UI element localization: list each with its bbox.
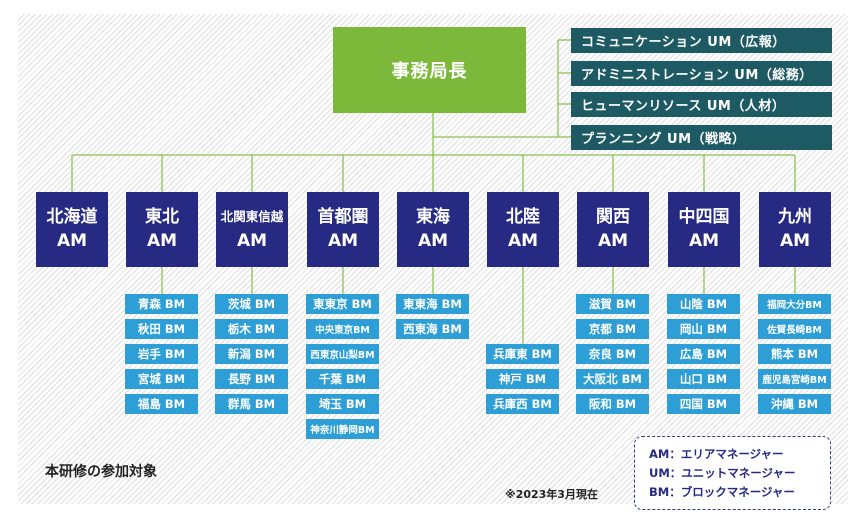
am-kansai: 関西 AM bbox=[577, 192, 649, 267]
am-hokuriku: 北陸 AM bbox=[487, 192, 559, 267]
bm-shutoken-6: 神奈川静岡BM bbox=[306, 419, 379, 439]
am-name: 東海 bbox=[416, 206, 450, 227]
am-name: 北陸 bbox=[506, 206, 540, 227]
legend-bm: BM：ブロックマネージャー bbox=[649, 485, 795, 499]
bm-kitakanto-3: 新潟 BM bbox=[215, 344, 288, 364]
bm-kitakanto-2: 栃木 BM bbox=[215, 319, 288, 339]
am-suffix: AM bbox=[417, 230, 449, 251]
bm-tohoku-5: 福島 BM bbox=[125, 394, 198, 414]
bm-chushikoku-4: 山口 BM bbox=[667, 369, 740, 389]
bm-tohoku-4: 宮城 BM bbox=[125, 369, 198, 389]
bm-kansai-2: 京都 BM bbox=[576, 319, 649, 339]
legend-um: UM：ユニットマネージャー bbox=[649, 466, 796, 480]
am-suffix: AM bbox=[236, 230, 268, 251]
bm-kansai-1: 滋賀 BM bbox=[576, 294, 649, 314]
legend-box: AM：エリアマネージャー UM：ユニットマネージャー BM：ブロックマネージャー bbox=[634, 436, 831, 510]
director-box: 事務局長 bbox=[333, 27, 526, 113]
am-name: 関西 bbox=[596, 206, 630, 227]
bm-shutoken-3: 西東京山梨BM bbox=[306, 344, 379, 364]
bm-kyushu-3: 熊本 BM bbox=[758, 344, 831, 364]
am-suffix: AM bbox=[327, 230, 359, 251]
am-suffix: AM bbox=[597, 230, 629, 251]
as-of-date: ※2023年3月現在 bbox=[505, 488, 598, 501]
bm-hokuriku-2: 神戸 BM bbox=[486, 369, 559, 389]
bm-tokai-2: 西東海 BM bbox=[396, 319, 469, 339]
um-planning: プランニング UM（戦略） bbox=[571, 125, 832, 150]
am-suffix: AM bbox=[507, 230, 539, 251]
am-chushikoku: 中四国 AM bbox=[668, 192, 740, 267]
am-name: 首都圏 bbox=[317, 206, 369, 227]
um-human-resource: ヒューマンリソース UM（人材） bbox=[571, 92, 832, 117]
bm-kyushu-4: 鹿児島宮崎BM bbox=[758, 369, 831, 389]
am-tohoku: 東北 AM bbox=[126, 192, 198, 267]
bm-kansai-4: 大阪北 BM bbox=[576, 369, 649, 389]
am-name: 中四国 bbox=[678, 206, 730, 227]
training-target-note: 本研修の参加対象 bbox=[45, 464, 157, 480]
am-tokai: 東海 AM bbox=[397, 192, 469, 267]
bm-kitakanto-4: 長野 BM bbox=[215, 369, 288, 389]
am-name: 九州 bbox=[778, 206, 812, 227]
bm-chushikoku-3: 広島 BM bbox=[667, 344, 740, 364]
am-suffix: AM bbox=[56, 230, 88, 251]
am-name: 北海道 bbox=[46, 206, 98, 227]
bm-kansai-3: 奈良 BM bbox=[576, 344, 649, 364]
bm-chushikoku-1: 山陰 BM bbox=[667, 294, 740, 314]
am-name: 東北 bbox=[145, 206, 179, 227]
bm-shutoken-1: 東東京 BM bbox=[306, 294, 379, 314]
bm-tohoku-1: 青森 BM bbox=[125, 294, 198, 314]
am-name: 北関東信越 bbox=[220, 208, 284, 224]
bm-tokai-1: 東東海 BM bbox=[396, 294, 469, 314]
bm-kyushu-5: 沖縄 BM bbox=[758, 394, 831, 414]
um-administration: アドミニストレーション UM（総務） bbox=[571, 61, 832, 86]
am-suffix: AM bbox=[146, 230, 178, 251]
am-kyushu: 九州 AM bbox=[759, 192, 831, 267]
bm-kitakanto-1: 茨城 BM bbox=[215, 294, 288, 314]
bm-chushikoku-5: 四国 BM bbox=[667, 394, 740, 414]
bm-kyushu-1: 福岡大分BM bbox=[758, 294, 831, 314]
um-communication: コミュニケーション UM（広報） bbox=[571, 28, 832, 53]
am-suffix: AM bbox=[779, 230, 811, 251]
bm-tohoku-3: 岩手 BM bbox=[125, 344, 198, 364]
bm-shutoken-4: 千葉 BM bbox=[306, 369, 379, 389]
bm-chushikoku-2: 岡山 BM bbox=[667, 319, 740, 339]
bm-shutoken-5: 埼玉 BM bbox=[306, 394, 379, 414]
bm-tohoku-2: 秋田 BM bbox=[125, 319, 198, 339]
bm-kansai-5: 阪和 BM bbox=[576, 394, 649, 414]
bm-kyushu-2: 佐賀長崎BM bbox=[758, 319, 831, 339]
am-hokkaido: 北海道 AM bbox=[36, 192, 108, 267]
am-shutoken: 首都圏 AM bbox=[307, 192, 379, 267]
am-suffix: AM bbox=[688, 230, 720, 251]
bm-shutoken-2: 中央東京BM bbox=[306, 319, 379, 339]
bm-hokuriku-1: 兵庫東 BM bbox=[486, 344, 559, 364]
am-kitakanto-shinetsu: 北関東信越 AM bbox=[216, 192, 288, 267]
bm-kitakanto-5: 群馬 BM bbox=[215, 394, 288, 414]
legend-am: AM：エリアマネージャー bbox=[649, 447, 784, 461]
bm-hokuriku-3: 兵庫西 BM bbox=[486, 394, 559, 414]
